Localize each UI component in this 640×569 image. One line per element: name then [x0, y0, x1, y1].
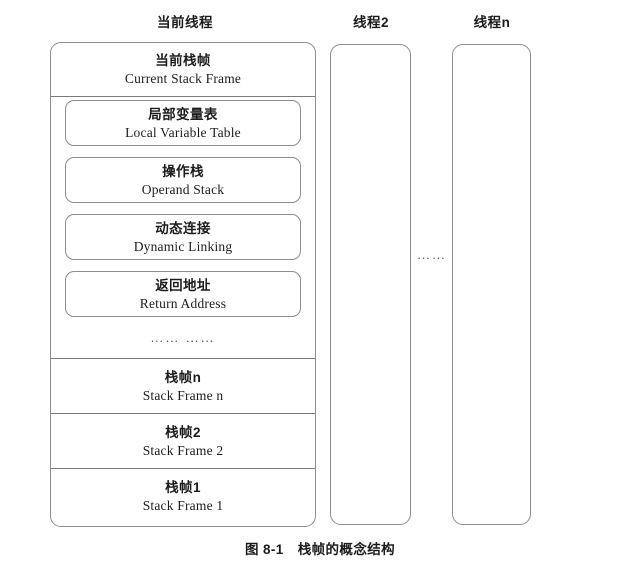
thread-n-stack-box	[452, 44, 531, 525]
stack-frame-2-label-en: Stack Frame 2	[142, 442, 224, 458]
figure-caption-number: 图 8-1	[244, 542, 284, 557]
column-title-thread-n: 线程n	[473, 15, 511, 30]
threads-ellipsis: ……	[417, 247, 447, 262]
local-variable-table-label-cn: 局部变量表	[148, 106, 218, 122]
stack-frame-1-label-cn: 栈帧1	[165, 479, 201, 495]
stack-frame-row-2: 栈帧2 Stack Frame 2	[51, 413, 315, 468]
current-thread-stack-box: 当前栈帧 Current Stack Frame 局部变量表 Local Var…	[50, 42, 316, 527]
stack-frame-1-label-en: Stack Frame 1	[142, 497, 224, 513]
frame-internals-group: 局部变量表 Local Variable Table 操作栈 Operand S…	[51, 98, 315, 358]
stack-frame-n-label-cn: 栈帧n	[164, 369, 202, 385]
return-address-label-en: Return Address	[139, 295, 227, 311]
return-address-label-cn: 返回地址	[155, 277, 211, 293]
stack-frame-n-label-en: Stack Frame n	[142, 387, 224, 403]
current-stack-frame-cell: 当前栈帧 Current Stack Frame	[51, 43, 315, 97]
thread-2-stack-box	[330, 44, 411, 525]
current-stack-frame-label-cn: 当前栈帧	[155, 53, 211, 68]
return-address-box: 返回地址 Return Address	[65, 271, 301, 317]
figure-caption-text: 栈帧的概念结构	[297, 542, 396, 557]
operand-stack-box: 操作栈 Operand Stack	[65, 157, 301, 203]
column-title-current-thread: 当前线程	[157, 15, 213, 30]
dynamic-linking-box: 动态连接 Dynamic Linking	[65, 214, 301, 260]
stack-frame-2-label-cn: 栈帧2	[165, 424, 201, 440]
frame-internals-ellipsis: …… ……	[150, 330, 216, 345]
stack-frame-row-1: 栈帧1 Stack Frame 1	[51, 468, 315, 523]
local-variable-table-label-en: Local Variable Table	[125, 124, 241, 140]
local-variable-table-box: 局部变量表 Local Variable Table	[65, 100, 301, 146]
operand-stack-label-cn: 操作栈	[162, 163, 204, 179]
operand-stack-label-en: Operand Stack	[141, 181, 225, 197]
stack-frame-row-n: 栈帧n Stack Frame n	[51, 358, 315, 413]
current-stack-frame-label-en: Current Stack Frame	[124, 71, 242, 86]
dynamic-linking-label-cn: 动态连接	[155, 220, 211, 236]
dynamic-linking-label-en: Dynamic Linking	[133, 238, 233, 254]
column-title-thread-2: 线程2	[352, 15, 389, 30]
figure-caption: 图 8-1 栈帧的概念结构	[0, 538, 640, 558]
